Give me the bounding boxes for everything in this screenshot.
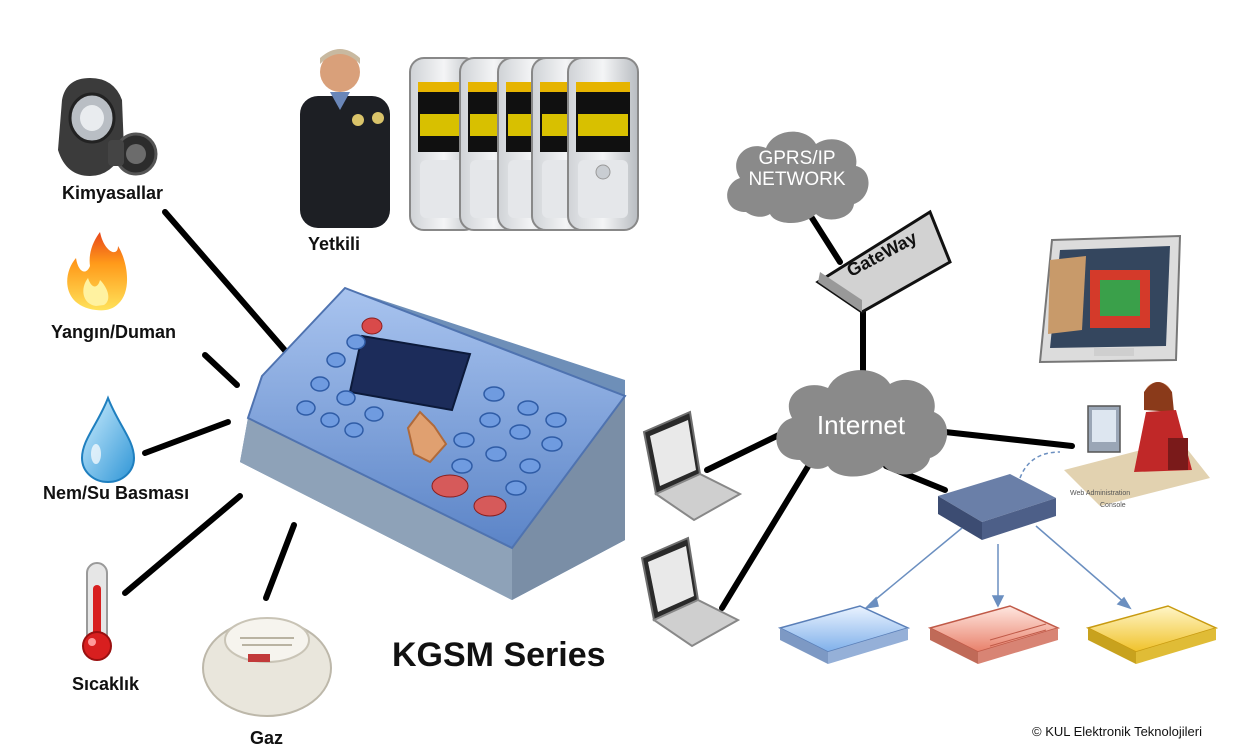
link-laptop1 [704,429,788,473]
link-temperature [122,493,243,596]
water-drop-icon [80,395,136,484]
gprs-cloud [727,131,869,223]
product-title: KGSM Series [392,636,606,674]
operator-caption-line2: Console [1100,502,1126,509]
internet-label: Internet [816,410,906,440]
label-temperature: Sıcaklık [72,674,140,694]
operator-caption-line1: Web Administration [1070,490,1131,497]
label-water: Nem/Su Basması [43,483,190,503]
link-chemical [162,209,298,365]
gprs-cloud-line2: NETWORK [748,169,846,190]
server-icon [777,605,911,664]
link-water [142,419,231,456]
internet-cloud [776,370,948,477]
gprs-cloud-label: GPRS/IP NETWORK [736,148,858,190]
smoke-detector-icon [202,617,332,717]
monitor-icon [1038,234,1182,364]
label-gas: Gaz [250,728,284,748]
link-fire [202,352,240,388]
link-laptop2 [719,452,818,611]
mobile-phones [409,57,639,231]
gas-mask-icon [58,78,158,176]
link-gprs-gateway [809,215,843,265]
label-fire: Yangın/Duman [51,322,177,342]
operator-icon [1064,382,1210,506]
server-arrows [863,451,1132,610]
server-icon [1085,605,1219,664]
laptop-icon [642,410,743,522]
label-authorized: Yetkili [308,234,361,254]
network-switch [938,474,1056,540]
laptop-icon [640,536,741,648]
link-operator [942,429,1075,449]
mobile-phone-icon [567,57,639,231]
label-chemical: Kimyasallar [62,183,164,203]
gprs-cloud-line1: GPRS/IP [758,148,836,169]
thermometer-icon [82,562,112,661]
gateway-device [815,209,952,314]
security-guard-icon [300,49,390,228]
server-icon [927,605,1061,664]
fire-icon [67,232,128,311]
kgsm-device [240,286,627,600]
copyright-text: © KUL Elektronik Teknolojileri [1032,724,1202,739]
link-gas [263,522,297,601]
